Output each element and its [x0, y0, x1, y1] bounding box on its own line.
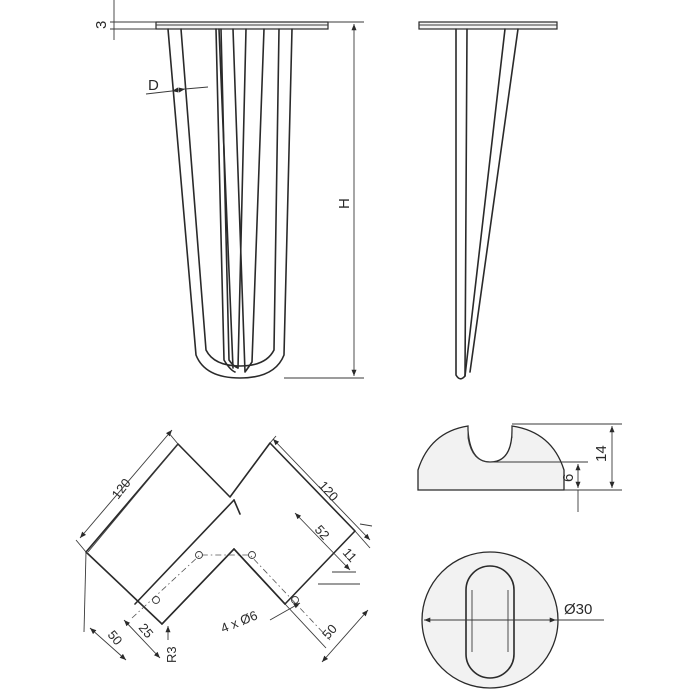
foot-side-view: 14 6: [417, 423, 622, 512]
foot-notch-label: 6: [560, 474, 577, 482]
inner-offset-label: 25: [136, 620, 157, 641]
rod-diameter-label: D: [148, 77, 159, 94]
front-middle-rod: [215, 28, 236, 373]
arm-length-right-label: 120: [316, 478, 342, 504]
front-view: D 3 H: [93, 0, 364, 379]
mounting-hole: [248, 551, 256, 559]
plate-thickness-label: 3: [93, 21, 110, 29]
corner-radius-label: R3: [164, 646, 179, 663]
foot-diameter-label: Ø30: [564, 601, 592, 618]
hole-spacing-label: 52: [312, 522, 333, 543]
holes-label: 4 x Ø6: [219, 608, 260, 636]
foot-height-label: 14: [593, 445, 610, 462]
side-mounting-plate: [418, 21, 558, 30]
side-view: [418, 21, 558, 380]
front-mounting-plate: [155, 21, 329, 30]
foot-dome: [417, 425, 565, 491]
foot-top-view: Ø30: [421, 551, 604, 689]
side-angled-rod: [464, 28, 519, 377]
arm-width-left-label: 50: [105, 627, 126, 648]
arm-width-right-label: 50: [319, 621, 340, 642]
mounting-hole: [152, 596, 160, 604]
plan-view: 120 120 52 11 4 x Ø6 50 50 25 R3: [75, 429, 373, 663]
mounting-hole: [195, 551, 203, 559]
front-left-rod: [167, 28, 293, 379]
height-label: H: [336, 198, 353, 209]
side-vertical-rod: [455, 28, 468, 380]
